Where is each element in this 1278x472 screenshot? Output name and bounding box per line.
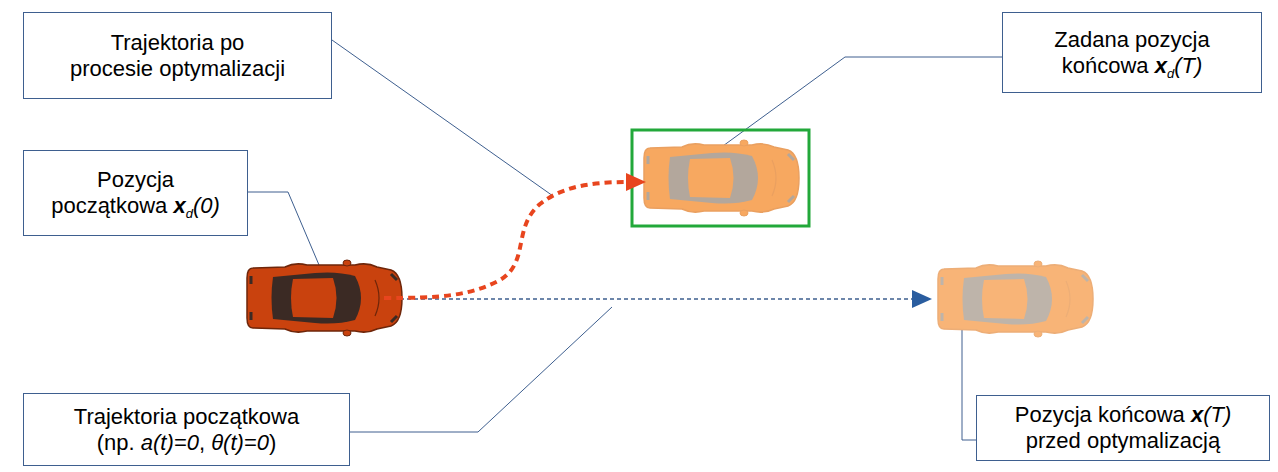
space [205,430,211,455]
callout-text: Zadana pozycja końcowa xd(T) [1022,27,1242,79]
word: optymalizacji [159,56,285,81]
callout-box: Pozycja końcowa x(T) przed optymalizacją [976,395,1270,461]
math-expression: a(t)=0 [141,430,199,455]
word: pozycja [1135,27,1210,52]
leader-line [962,330,976,440]
optimized-trajectory [384,182,628,298]
punctuation: ) [269,430,276,455]
callout-text: Pozycja końcowa x(T) przed optymalizacją [992,402,1254,454]
space [1185,402,1191,427]
word: Pozycja [97,167,174,192]
callout-box: Pozycja początkowa xd(0) [23,150,248,236]
leader-line [332,40,553,196]
word: procesie [70,56,153,81]
leader-line [248,192,322,272]
math-argument: (T) [1174,53,1202,78]
arrow-head [912,290,932,308]
math-argument: (0) [193,193,220,218]
callout-text: Trajektoria po procesie optymalizacji [68,30,287,82]
space [1092,402,1098,427]
word: końcowa [1062,53,1149,78]
space [177,404,183,429]
word: Trajektoria [111,30,214,55]
space [214,30,220,55]
space [1081,428,1087,453]
math-argument: (T) [1203,402,1231,427]
math-symbol: x [173,193,185,218]
start-car [247,260,402,336]
word: początkowa [51,193,167,218]
word: Zadana [1054,27,1129,52]
arrow-head [626,173,646,191]
word: końcowa [1098,402,1185,427]
space [1149,53,1155,78]
initial-trajectory [400,298,912,299]
math-expression: θ(t)=0 [211,430,269,455]
callout-text: Pozycja początkowa xd(0) [43,167,228,219]
callout-box: Trajektoria po procesie optymalizacji [23,12,332,99]
target-frame [632,130,809,226]
word: początkowa [183,404,299,429]
space [167,193,173,218]
word: przed [1026,428,1081,453]
word: po [220,30,244,55]
car-before-optimization [938,261,1093,337]
math-subscript: d [186,206,193,221]
math-subscript: d [1167,66,1174,81]
space [135,430,141,455]
math-symbol: x [1191,402,1203,427]
word: optymalizacją [1087,428,1220,453]
word: Pozycja [1015,402,1092,427]
math-symbol: x [1155,53,1167,78]
space [153,56,159,81]
callout-box: Trajektoria początkowa (np. a(t)=0, θ(t)… [23,393,350,466]
punctuation: , [199,430,205,455]
space [1129,27,1135,52]
leader-lines [248,40,1002,440]
callout-text: Trajektoria początkowa (np. a(t)=0, θ(t)… [62,404,312,456]
word: Trajektoria [74,404,177,429]
target-car [644,140,799,216]
callout-box: Zadana pozycja końcowa xd(T) [1002,12,1262,93]
word: (np. [97,430,135,455]
